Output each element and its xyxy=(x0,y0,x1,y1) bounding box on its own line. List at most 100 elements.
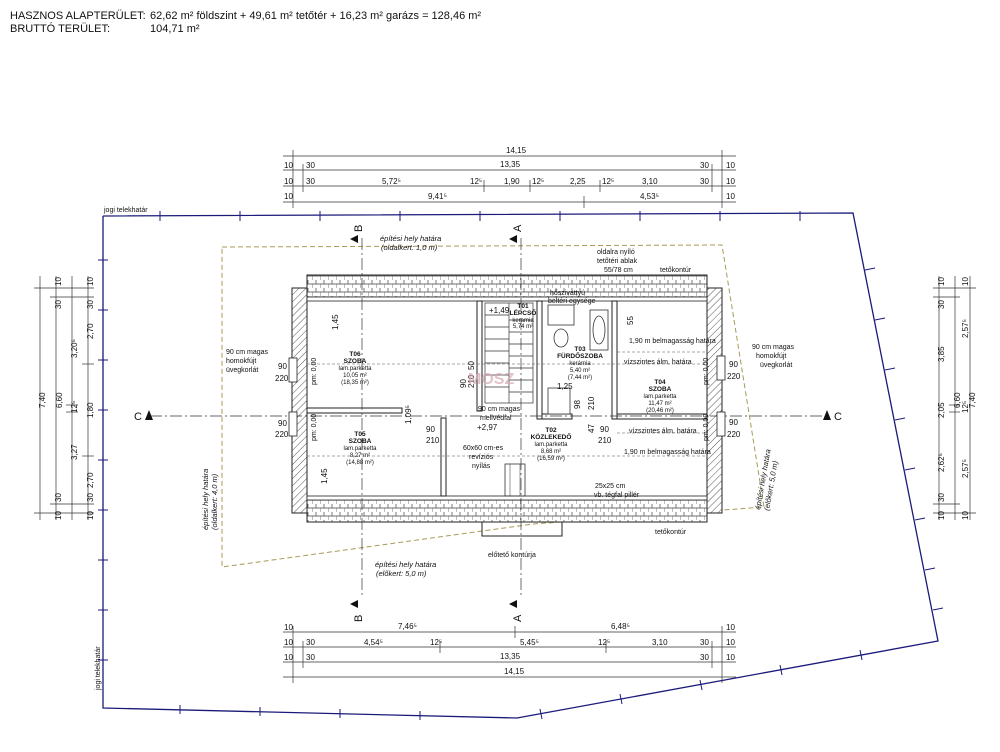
dim-right-o-0: 10 xyxy=(937,277,946,286)
svg-text:T03: T03 xyxy=(574,346,586,353)
dim-left-i-1: 30 xyxy=(54,300,63,309)
pm-1: pm: 0,00 xyxy=(311,358,318,385)
room-t06: T06 SZOBA lam.parketta 10,05 m² (18,35 m… xyxy=(338,351,372,386)
dim-top-r3-2: 5,72⁵ xyxy=(382,177,401,186)
pm-3: pm: 0,00 xyxy=(703,358,710,385)
dim-top-r3-7: 12⁵ xyxy=(602,177,614,186)
svg-text:(20,46 m²): (20,46 m²) xyxy=(646,408,674,414)
window-4-height: 220 xyxy=(727,430,741,439)
skylight-note-2: tetőtéri ablak xyxy=(597,258,638,265)
gross-area-label: BRUTTÓ TERÜLET: xyxy=(10,23,111,35)
window-2-width: 90 xyxy=(278,419,287,428)
dim-left-o-3: 1,80 xyxy=(86,402,95,418)
dim-left-i-2: 3,20⁵ xyxy=(70,339,79,358)
room-t03: T03 FÜRDŐSZOBA kerámia 5,40 m² (7,44 m²) xyxy=(557,346,603,381)
misc-98: 98 xyxy=(573,400,582,409)
dim-left-o-2: 2,70 xyxy=(86,323,95,339)
canopy xyxy=(481,521,563,537)
window-1-width: 90 xyxy=(278,362,287,371)
wall-right xyxy=(706,287,723,514)
net-area-label: HASZNOS ALAPTERÜLET: xyxy=(10,10,146,22)
svg-text:(18,35 m²): (18,35 m²) xyxy=(341,380,369,386)
dim-lines-bottom xyxy=(283,626,736,683)
dim-left-o-4: 2,70 xyxy=(86,472,95,488)
net-area-value: 62,62 m² földszint + 49,61 m² tetőtér + … xyxy=(150,10,482,22)
svg-text:lam.parketta: lam.parketta xyxy=(343,446,377,452)
hvac-note-2: beltéri egysége xyxy=(548,298,596,305)
h190-note-b: 1,90 m belmagasság határa xyxy=(624,449,711,456)
gross-area-value: 104,71 m² xyxy=(150,23,200,35)
canopy-label: előtető kontúrja xyxy=(488,552,536,559)
dim-bottom-r1-3: 10 xyxy=(726,623,735,632)
window-4-width: 90 xyxy=(729,418,738,427)
dim-top-total: 14,15 xyxy=(506,146,527,155)
pillar-note-2: vb. tégfal pillér xyxy=(594,492,640,499)
dim-bottom-r2-8: 10 xyxy=(726,638,735,647)
door-1-height: 210 xyxy=(426,436,440,445)
dim-left-inner-total: 6,60 xyxy=(55,392,64,408)
pm-2: pm: 0,00 xyxy=(311,414,318,441)
area-summary: HASZNOS ALAPTERÜLET: 62,62 m² földszint … xyxy=(10,10,481,36)
horiz-note-b: vízszintes álm. határa xyxy=(629,428,697,435)
property-line-label-top: jogi telekhatár xyxy=(103,207,148,214)
dim-bottom-r2-6: 3,10 xyxy=(652,638,668,647)
dim-top-r3-5: 12⁵ xyxy=(532,177,544,186)
room-t05: T05 SZOBA lam.parketta 8,27 m² (14,88 m²… xyxy=(343,431,377,466)
dim-top-r2-2: 13,35 xyxy=(500,160,521,169)
hvac-note-1: hőszivattyú xyxy=(550,290,585,297)
svg-text:8,27 m²: 8,27 m² xyxy=(350,453,370,459)
dim-bottom-r1-1: 7,46⁵ xyxy=(398,622,417,631)
height-limit-lines xyxy=(307,351,707,457)
roof-edge-bottom-label: tetőkontúr xyxy=(655,529,687,536)
svg-text:FÜRDŐSZOBA: FÜRDŐSZOBA xyxy=(557,351,603,360)
section-b-bottom: B xyxy=(353,615,365,622)
dim-right-total: 7,40 xyxy=(968,392,977,408)
hatch-note-2: revíziós xyxy=(469,454,494,461)
window-3-height: 220 xyxy=(727,372,741,381)
pillar-note-1: 25x25 cm xyxy=(595,483,626,490)
dim-right-i-2: 12⁵ xyxy=(961,401,970,413)
svg-text:5,40 m²: 5,40 m² xyxy=(570,368,590,374)
dim-bottom-r2-7: 30 xyxy=(700,638,709,647)
dim-right-inner-total: 6,60 xyxy=(953,392,962,408)
dim-bottom-r3-4: 10 xyxy=(726,653,735,662)
property-line-ticks xyxy=(98,211,944,720)
bathroom-fixtures xyxy=(547,304,609,415)
window-1-height: 220 xyxy=(275,374,289,383)
section-lines xyxy=(150,238,822,595)
svg-text:(16,59 m²): (16,59 m²) xyxy=(537,456,565,462)
svg-text:(7,44 m²): (7,44 m²) xyxy=(568,375,592,381)
svg-text:T02: T02 xyxy=(545,427,557,434)
railing-right-3: üvegkorlát xyxy=(760,362,792,369)
dim-left-o-6: 10 xyxy=(86,511,95,520)
dim-bottom-r1-2: 6,48⁵ xyxy=(611,622,630,631)
svg-text:11,47 m²: 11,47 m² xyxy=(648,401,671,407)
property-line xyxy=(102,212,939,719)
room-t04: T04 SZOBA lam.parketta 11,47 m² (20,46 m… xyxy=(643,379,677,414)
dim-bottom-r3-1: 30 xyxy=(306,653,315,662)
dim-bottom-r2-5: 12⁵ xyxy=(598,638,610,647)
dim-left-i-4: 3,27 xyxy=(70,444,79,460)
dim-bottom-r3-2: 13,35 xyxy=(500,652,521,661)
dim-bottom-r2-3: 12⁵ xyxy=(430,638,442,647)
wall-bottom-strip xyxy=(306,495,708,501)
roof-band-top xyxy=(306,274,708,298)
misc-210s: 210 xyxy=(467,374,476,388)
section-markers xyxy=(145,235,831,608)
dim-bottom-r2-2: 4,54⁵ xyxy=(364,638,383,647)
dim-bottom-r2-4: 5,45⁵ xyxy=(520,638,539,647)
dim-top-r3-9: 30 xyxy=(700,177,709,186)
wall-left xyxy=(291,287,308,514)
dim-bottom-r2-1: 30 xyxy=(306,638,315,647)
dim-right-o-3: 2,05 xyxy=(937,402,946,418)
building-line-left-label: építési hely határa xyxy=(201,469,210,530)
dim-lines-left xyxy=(34,276,94,520)
building-line-bottom-label: építési hely határa xyxy=(375,560,436,569)
dim-right-o-6: 10 xyxy=(937,511,946,520)
svg-text:SZOBA: SZOBA xyxy=(649,386,672,393)
dim-bottom-r3-0: 10 xyxy=(284,653,293,662)
section-b-top: B xyxy=(353,225,365,232)
dim-top-r4-3: 10 xyxy=(726,192,735,201)
room-t01: T01 LÉPCSŐ keramia 5,74 m² xyxy=(510,303,537,330)
